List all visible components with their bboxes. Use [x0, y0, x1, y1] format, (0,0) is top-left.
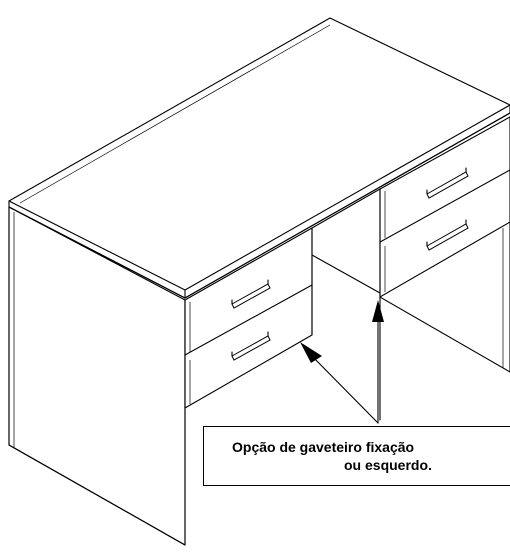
drawer-handle-icon [426, 167, 469, 199]
callout-box: Opção de gaveteiro fixação ou esquerdo. [203, 426, 510, 486]
drawer-handle-icon [231, 331, 271, 361]
drawer-handle-icon [231, 279, 271, 309]
callout-text-line2: ou esquerdo. [344, 457, 432, 473]
right-pedestal [379, 116, 510, 298]
desk-top [8, 17, 510, 299]
callout-arrow-left [300, 342, 379, 424]
left-pedestal [184, 227, 313, 409]
callout-text-line1: Opção de gaveteiro fixação [232, 439, 415, 455]
callout-arrow-right [372, 300, 384, 424]
drawer-handle-icon [426, 219, 469, 251]
